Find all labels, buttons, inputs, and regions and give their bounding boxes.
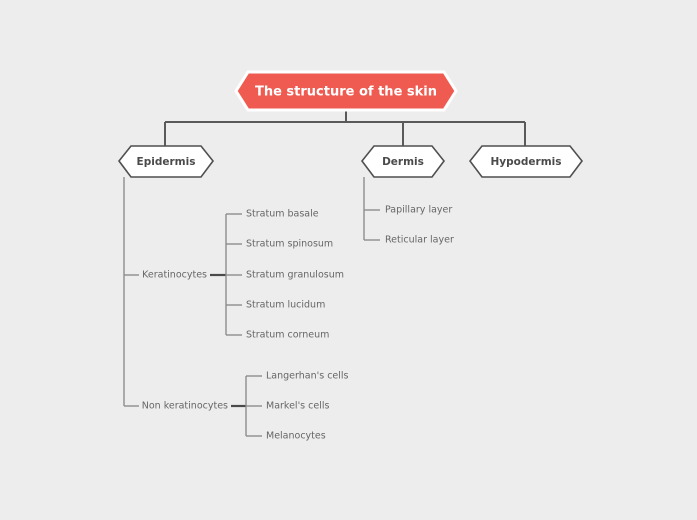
root-node-label: The structure of the skin xyxy=(255,85,437,100)
leaf-label-stratum-spinosum[interactable]: Stratum spinosum xyxy=(246,239,333,250)
leaf-label-markels-cells[interactable]: Markel's cells xyxy=(266,401,329,412)
leaf-label-stratum-basale[interactable]: Stratum basale xyxy=(246,209,319,220)
node-hypodermis-label: Hypodermis xyxy=(491,156,562,168)
node-hypodermis[interactable]: Hypodermis xyxy=(468,145,584,178)
connector-group-dermis xyxy=(363,177,380,241)
connector-group-non-keratinocytes xyxy=(231,375,262,437)
root-node-hexagon[interactable] xyxy=(234,70,458,112)
node-dermis-label: Dermis xyxy=(382,156,424,168)
connector-group-keratinocytes xyxy=(210,213,242,336)
connector-group-root xyxy=(164,108,526,146)
leaf-label-langerhans-cells[interactable]: Langerhan's cells xyxy=(266,371,349,382)
branch-label-non-keratinocytes[interactable]: Non keratinocytes xyxy=(142,401,228,412)
node-epidermis[interactable]: Epidermis xyxy=(117,145,215,178)
node-epidermis-hexagon[interactable] xyxy=(117,145,215,178)
root-node[interactable]: The structure of the skin xyxy=(234,70,458,112)
branch-label-keratinocytes[interactable]: Keratinocytes xyxy=(142,270,207,281)
node-dermis[interactable]: Dermis xyxy=(360,145,446,178)
leaf-label-stratum-granulosum[interactable]: Stratum granulosum xyxy=(246,270,344,281)
node-dermis-hexagon[interactable] xyxy=(360,145,446,178)
node-epidermis-label: Epidermis xyxy=(137,156,196,168)
leaf-label-stratum-corneum[interactable]: Stratum corneum xyxy=(246,330,329,341)
leaf-label-papillary-layer[interactable]: Papillary layer xyxy=(385,205,452,216)
node-hypodermis-hexagon[interactable] xyxy=(468,145,584,178)
leaf-label-melanocytes[interactable]: Melanocytes xyxy=(266,431,326,442)
leaf-label-stratum-lucidum[interactable]: Stratum lucidum xyxy=(246,300,325,311)
connector-group-epidermis xyxy=(123,177,139,407)
leaf-label-reticular-layer[interactable]: Reticular layer xyxy=(385,235,454,246)
